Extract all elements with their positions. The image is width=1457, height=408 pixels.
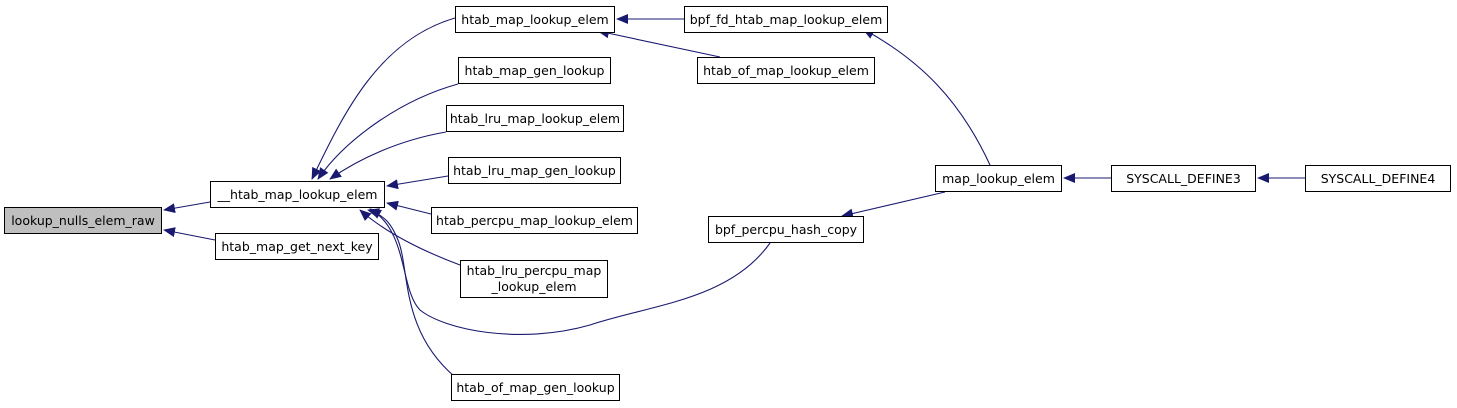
- node-SYSCALL_DEFINE3[interactable]: SYSCALL_DEFINE3: [1111, 165, 1256, 192]
- node-htab_lru_map_lookup_elem[interactable]: htab_lru_map_lookup_elem: [446, 105, 624, 132]
- edge-htab_map_gen_lookup-to-__htab_map_lookup_elem: [317, 83, 459, 180]
- node-label: htab_map_get_next_key: [221, 238, 373, 254]
- edge-htab_lru_map_gen_lookup-to-__htab_map_lookup_elem: [386, 175, 449, 190]
- edge-htab_percpu_map_lookup_elem-to-__htab_map_lookup_elem: [386, 200, 432, 215]
- node-label: htab_of_map_lookup_elem: [703, 62, 869, 78]
- node-label: htab_lru_percpu_map: [466, 263, 602, 278]
- node-htab_percpu_map_lookup_elem[interactable]: htab_percpu_map_lookup_elem: [431, 207, 638, 234]
- edge-map_lookup_elem-to-bpf_percpu_hash_copy: [841, 191, 946, 219]
- node-lookup_nulls_elem_raw: lookup_nulls_elem_raw: [4, 207, 162, 234]
- node-label: bpf_fd_htab_map_lookup_elem: [689, 11, 883, 27]
- node-htab_lru_percpu_map_lookup_elem[interactable]: htab_lru_percpu_map_lookup_elem: [460, 260, 608, 298]
- node-label: htab_lru_map_lookup_elem: [449, 110, 621, 126]
- node-label: __htab_map_lookup_elem: [217, 186, 378, 202]
- node-bpf_percpu_hash_copy[interactable]: bpf_percpu_hash_copy: [708, 216, 864, 243]
- edge-map_lookup_elem-to-bpf_fd_htab_map_lookup_elem: [862, 28, 991, 166]
- node-__htab_map_lookup_elem[interactable]: __htab_map_lookup_elem: [210, 181, 385, 208]
- node-label: map_lookup_elem: [942, 170, 1055, 186]
- edge-__htab_map_lookup_elem-to-lookup_nulls_elem_raw: [163, 201, 211, 214]
- node-htab_map_gen_lookup[interactable]: htab_map_gen_lookup: [458, 57, 611, 84]
- node-label: SYSCALL_DEFINE3: [1126, 170, 1241, 186]
- node-label: htab_lru_map_gen_lookup: [453, 162, 616, 178]
- node-label: htab_map_lookup_elem: [461, 11, 609, 27]
- node-htab_map_get_next_key[interactable]: htab_map_get_next_key: [215, 233, 379, 260]
- node-htab_of_map_lookup_elem[interactable]: htab_of_map_lookup_elem: [697, 57, 875, 84]
- node-label: htab_of_map_gen_lookup: [456, 379, 615, 395]
- edge-htab_lru_map_lookup_elem-to-__htab_map_lookup_elem: [329, 131, 447, 180]
- node-label: htab_percpu_map_lookup_elem: [436, 212, 633, 228]
- node-bpf_fd_htab_map_lookup_elem[interactable]: bpf_fd_htab_map_lookup_elem: [684, 6, 888, 33]
- node-label: SYSCALL_DEFINE4: [1320, 170, 1436, 186]
- node-htab_lru_map_gen_lookup[interactable]: htab_lru_map_gen_lookup: [448, 157, 621, 184]
- node-label: _lookup_elem: [491, 279, 577, 294]
- node-map_lookup_elem[interactable]: map_lookup_elem: [935, 165, 1062, 192]
- node-label: bpf_percpu_hash_copy: [714, 221, 858, 237]
- edge-htab_of_map_gen_lookup-to-__htab_map_lookup_elem: [367, 208, 456, 378]
- node-htab_of_map_gen_lookup[interactable]: htab_of_map_gen_lookup: [451, 374, 620, 401]
- node-label: htab_map_gen_lookup: [464, 62, 605, 78]
- node-SYSCALL_DEFINE4[interactable]: SYSCALL_DEFINE4: [1305, 165, 1451, 192]
- edge-htab_map_get_next_key-to-lookup_nulls_elem_raw: [163, 227, 216, 241]
- node-htab_map_lookup_elem[interactable]: htab_map_lookup_elem: [455, 6, 615, 33]
- edge-htab_of_map_lookup_elem-to-htab_map_lookup_elem: [597, 28, 721, 58]
- call-edges: [163, 14, 1305, 378]
- edge-htab_map_lookup_elem-to-__htab_map_lookup_elem: [311, 17, 456, 180]
- node-label: lookup_nulls_elem_raw: [11, 212, 155, 228]
